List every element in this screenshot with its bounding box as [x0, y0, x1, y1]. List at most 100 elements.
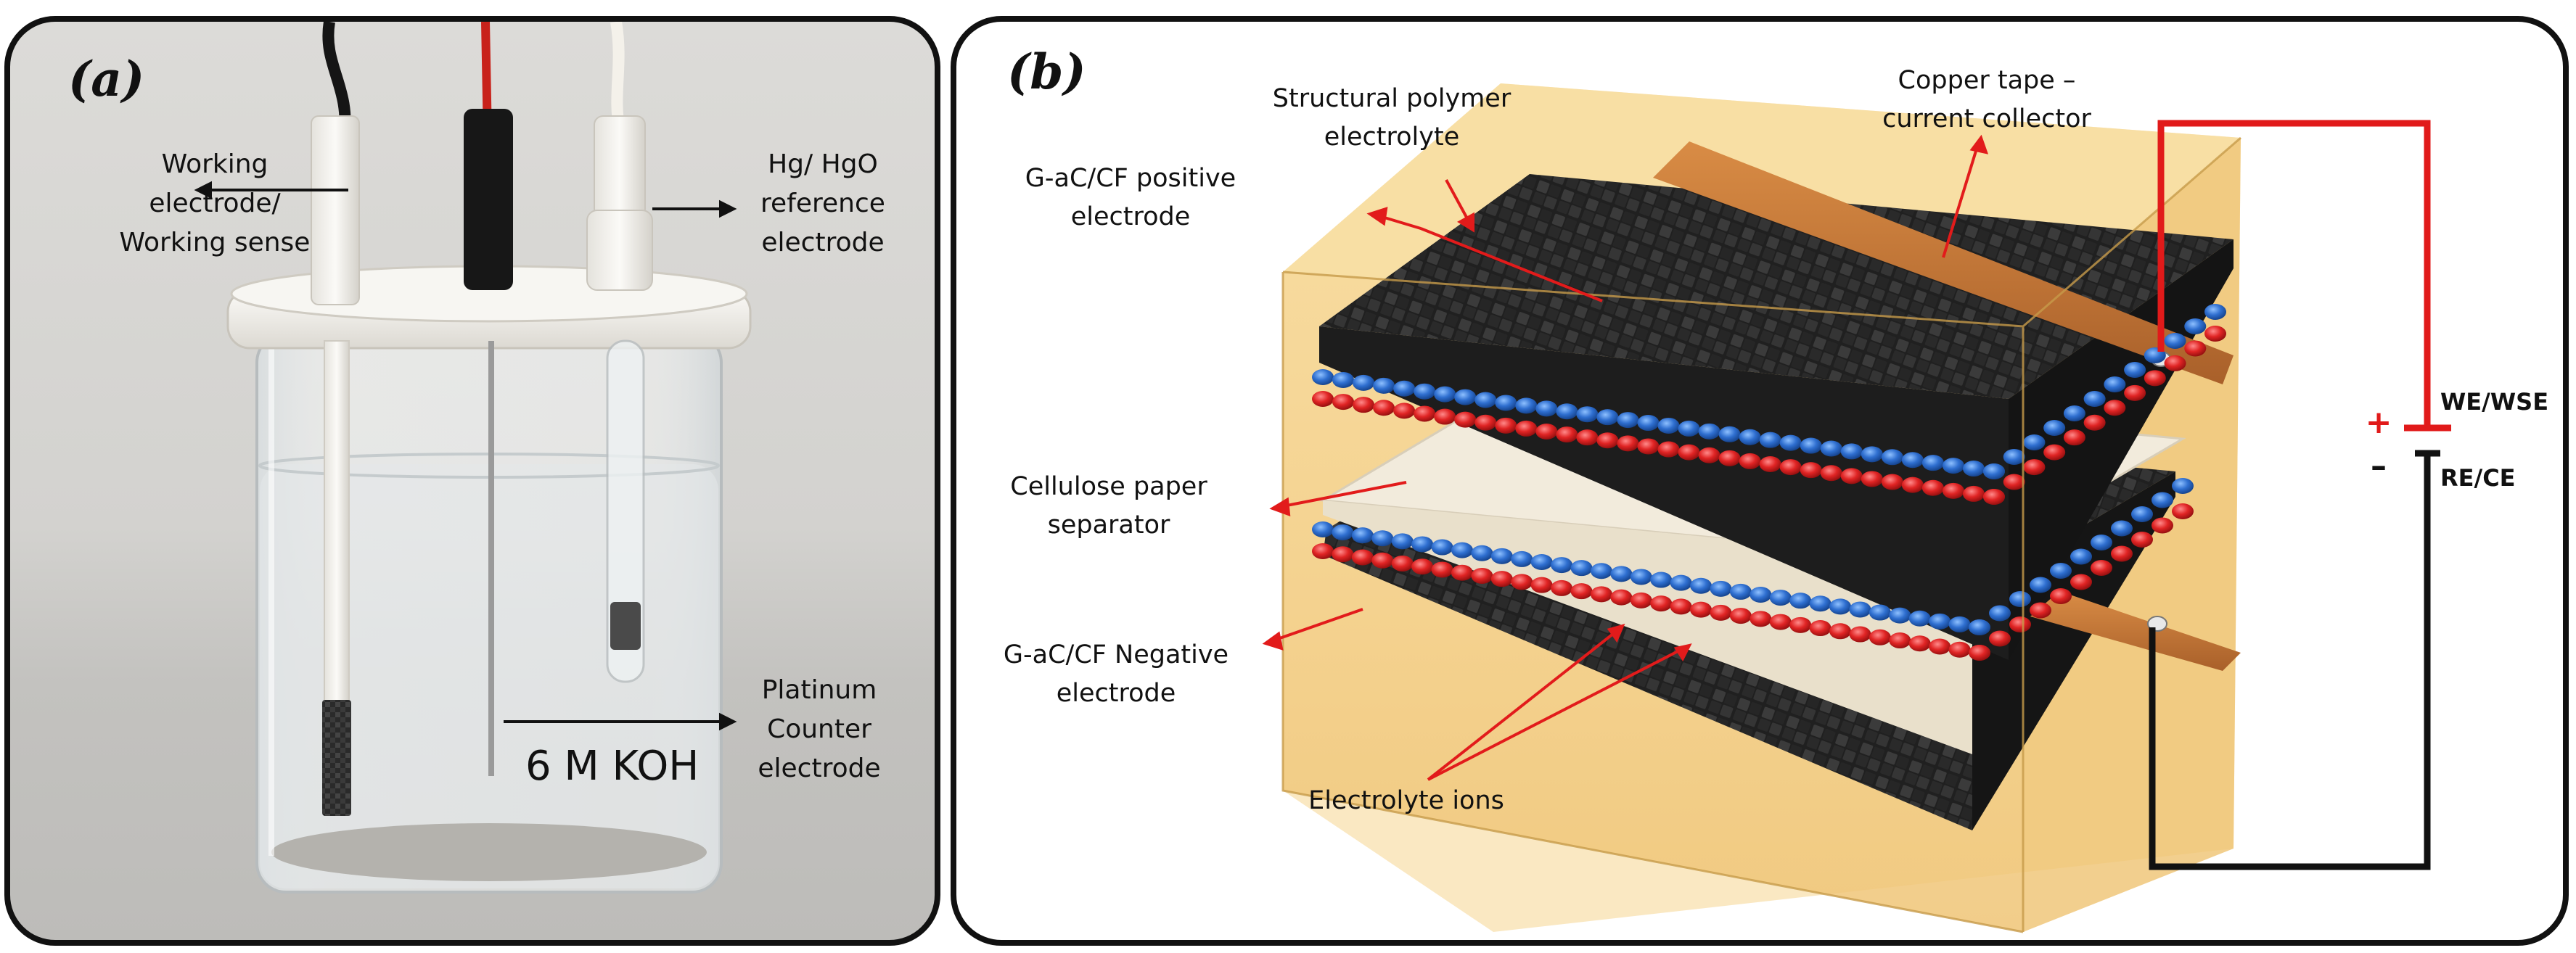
cation-ion: [2023, 434, 2046, 450]
carbon-working-tip: [322, 700, 351, 816]
cation-ion: [1373, 377, 1395, 394]
anion-ion: [1942, 482, 1964, 499]
anion-ion: [2164, 355, 2186, 371]
cation-ion: [1908, 610, 1931, 627]
cation-ion: [1729, 583, 1752, 600]
cation-ion: [1617, 412, 1639, 429]
cation-ion: [1929, 613, 1951, 630]
cation-ion: [1411, 536, 1434, 553]
anion-ion: [1800, 462, 1822, 479]
anion-ion: [1849, 626, 1871, 643]
anion-ion: [1371, 552, 1394, 569]
anion-ion: [1779, 459, 1802, 476]
cation-ion: [2030, 577, 2051, 593]
anion-ion: [1678, 444, 1700, 461]
panel-b-letter: (b): [1007, 44, 1086, 100]
anion-ion: [1411, 558, 1434, 575]
cation-ion: [2083, 391, 2106, 407]
cation-ion: [1414, 383, 1436, 400]
cation-ion: [2104, 376, 2126, 392]
beaker-sediment: [271, 823, 707, 881]
panel-a: 6 M KOH (a) Working electrode/ Working s…: [4, 16, 940, 946]
cation-ion: [1650, 572, 1673, 588]
panel-a-arrows: [194, 181, 737, 731]
cation-ion: [1779, 434, 1802, 451]
external-circuit: [2149, 120, 2451, 870]
cation-ion: [2050, 563, 2072, 579]
anion-ion: [1332, 546, 1354, 563]
anion-ion: [1454, 411, 1477, 428]
anion-ion: [2050, 588, 2072, 604]
anion-ion: [2152, 517, 2173, 534]
cation-ion: [2204, 304, 2226, 320]
cation-ion: [1901, 452, 1924, 469]
anion-ion: [2184, 340, 2207, 357]
anion-ion: [2070, 574, 2092, 590]
cation-ion: [1889, 607, 1911, 624]
cation-ion: [1391, 533, 1414, 550]
label-copper-tape: Copper tape – current collector: [1882, 66, 2091, 133]
anion-ion: [1739, 453, 1761, 469]
cation-ion: [1710, 580, 1732, 597]
anion-ion: [2104, 400, 2126, 416]
plus-sign: +: [2365, 404, 2392, 441]
anion-ion: [1551, 579, 1573, 596]
cation-ion: [1434, 386, 1456, 403]
cation-ion: [2003, 449, 2025, 465]
cation-ion: [1881, 449, 1903, 466]
cation-ion: [1678, 420, 1700, 437]
copper-tape-top: [1653, 141, 2234, 384]
anion-ion: [1820, 465, 1842, 482]
cation-ion: [1637, 415, 1660, 432]
anion-ion: [1690, 601, 1712, 618]
cation-ion: [1351, 527, 1374, 544]
cation-ion: [1471, 545, 1493, 561]
cation-ion: [2184, 318, 2207, 334]
anion-ion: [1962, 485, 1985, 502]
anion-ion: [2043, 444, 2066, 461]
cation-ion: [1829, 598, 1852, 615]
anion-ion: [1351, 549, 1374, 566]
structural-supercapacitor-illustration: [1262, 83, 2451, 933]
anion-ion: [1515, 420, 1538, 437]
anion-ion: [1556, 426, 1578, 443]
cation-ion: [1535, 400, 1558, 417]
cation-ion: [2152, 492, 2173, 508]
anion-ion: [2063, 429, 2085, 446]
anion-ion: [1617, 435, 1639, 452]
cation-ion: [1495, 395, 1517, 411]
anion-ion: [1650, 595, 1673, 612]
cation-ion: [1431, 539, 1453, 556]
anion-ion: [1332, 394, 1355, 411]
anion-ion: [1769, 614, 1792, 630]
cation-ion: [1670, 574, 1692, 591]
cation-ion: [1353, 374, 1375, 391]
red-circuit-wire: [2157, 120, 2431, 428]
copper-tape-bottom: [2030, 591, 2241, 671]
electrolyte-ions: [1312, 304, 2226, 661]
cation-ion: [1769, 590, 1792, 606]
working-electrode: [311, 115, 360, 816]
anion-ion: [2172, 503, 2194, 519]
cation-ion: [1861, 446, 1883, 463]
anion-ion: [1471, 567, 1493, 584]
anion-ion: [1840, 468, 1863, 484]
cation-ion: [1371, 530, 1394, 547]
cation-ion: [1962, 461, 1985, 477]
anion-ion: [2023, 459, 2046, 476]
anion-ion: [2091, 560, 2112, 576]
cation-ion: [1451, 542, 1473, 558]
cation-ion: [1809, 595, 1831, 612]
anion-ion: [1948, 641, 1971, 658]
cation-ion: [2124, 362, 2146, 378]
cation-ion: [1515, 397, 1538, 414]
anion-ion: [1535, 424, 1558, 440]
label-separator: Cellulose paper separator: [1010, 472, 1207, 540]
label-we-wse: WE/WSE: [2440, 388, 2549, 416]
anion-ion: [1829, 623, 1852, 640]
anion-ion: [1750, 611, 1772, 627]
cation-ion: [1820, 440, 1842, 457]
anion-ion: [1698, 447, 1720, 463]
anion-ion: [2083, 414, 2106, 431]
cation-ion: [1739, 429, 1761, 445]
